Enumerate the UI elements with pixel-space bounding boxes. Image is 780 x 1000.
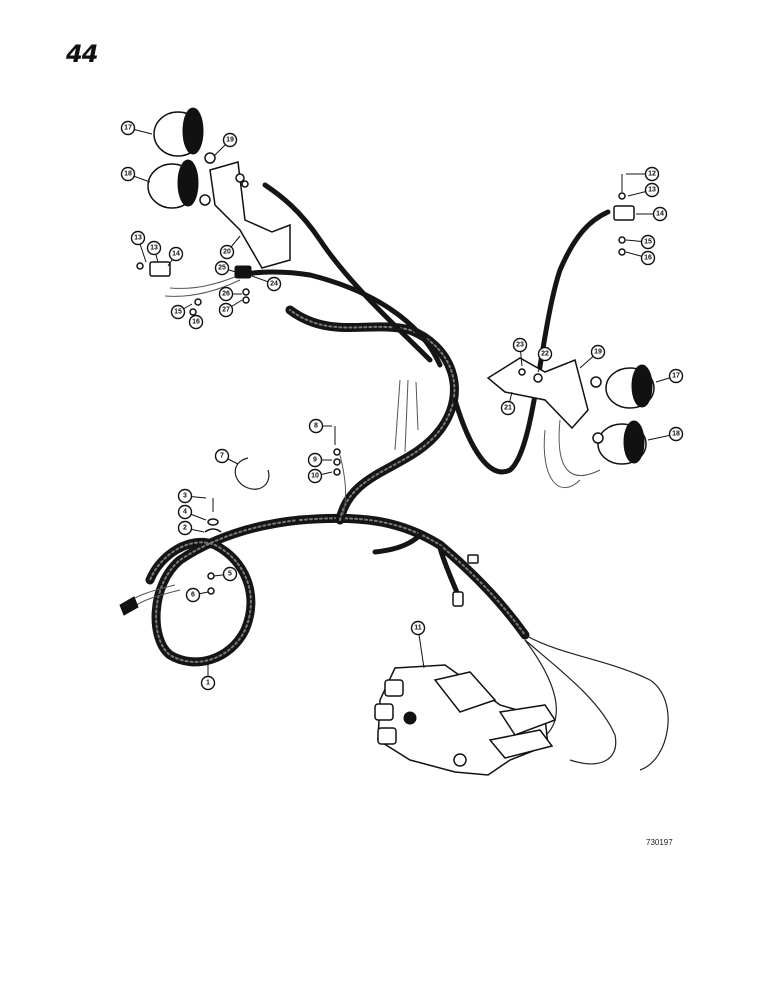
callout-13: 13 bbox=[644, 182, 660, 198]
svg-text:13: 13 bbox=[150, 245, 158, 252]
svg-text:3: 3 bbox=[183, 493, 187, 500]
svg-text:19: 19 bbox=[226, 137, 234, 144]
callout-15: 15 bbox=[640, 234, 656, 250]
svg-text:25: 25 bbox=[218, 265, 226, 272]
callout-13: 13 bbox=[130, 230, 146, 246]
cable-tie-icon bbox=[234, 457, 270, 490]
mounting-bracket-icon bbox=[486, 357, 589, 430]
svg-text:26: 26 bbox=[222, 291, 230, 298]
callout-16: 16 bbox=[640, 250, 656, 266]
callout-10: 10 bbox=[307, 468, 323, 484]
callout-19: 19 bbox=[222, 132, 238, 148]
svg-text:21: 21 bbox=[504, 405, 512, 412]
connector-icon bbox=[234, 265, 252, 279]
callout-18: 18 bbox=[668, 426, 684, 442]
svg-text:6: 6 bbox=[191, 592, 195, 599]
switch-icon bbox=[136, 261, 202, 316]
callout-2: 2 bbox=[177, 520, 193, 536]
mounting-bracket-icon bbox=[209, 161, 291, 269]
svg-text:14: 14 bbox=[656, 211, 664, 218]
callout-9: 9 bbox=[307, 452, 323, 468]
callout-17: 17 bbox=[120, 120, 136, 136]
svg-text:1: 1 bbox=[206, 680, 210, 687]
svg-text:17: 17 bbox=[124, 125, 132, 132]
svg-text:7: 7 bbox=[220, 453, 224, 460]
callout-22: 22 bbox=[537, 346, 553, 362]
callout-18: 18 bbox=[120, 166, 136, 182]
callout-12: 12 bbox=[644, 166, 660, 182]
callout-21: 21 bbox=[500, 400, 516, 416]
callout-19: 19 bbox=[590, 344, 606, 360]
callout-27: 27 bbox=[218, 302, 234, 318]
callout-17: 17 bbox=[668, 368, 684, 384]
switch-icon bbox=[613, 174, 635, 256]
callout-13: 13 bbox=[146, 240, 162, 256]
headlamp-icon bbox=[147, 107, 216, 209]
callout-20: 20 bbox=[219, 244, 235, 260]
svg-text:18: 18 bbox=[672, 431, 680, 438]
svg-text:27: 27 bbox=[222, 307, 230, 314]
callout-26: 26 bbox=[218, 286, 234, 302]
svg-text:5: 5 bbox=[228, 571, 232, 578]
svg-text:18: 18 bbox=[124, 171, 132, 178]
svg-text:11: 11 bbox=[414, 625, 422, 632]
callout-25: 25 bbox=[214, 260, 230, 276]
svg-text:17: 17 bbox=[672, 373, 680, 380]
callout-8: 8 bbox=[308, 418, 324, 434]
wire-harness-icon bbox=[145, 182, 611, 667]
callout-3: 3 bbox=[177, 488, 193, 504]
callout-6: 6 bbox=[185, 587, 201, 603]
callout-14: 14 bbox=[168, 246, 184, 262]
svg-text:13: 13 bbox=[134, 235, 142, 242]
svg-text:4: 4 bbox=[183, 509, 187, 516]
svg-text:15: 15 bbox=[644, 239, 652, 246]
callout-7: 7 bbox=[214, 448, 230, 464]
callout-16: 16 bbox=[188, 314, 204, 330]
svg-text:15: 15 bbox=[174, 309, 182, 316]
svg-text:8: 8 bbox=[314, 423, 318, 430]
figure-code: 730197 bbox=[646, 838, 673, 847]
svg-text:16: 16 bbox=[192, 319, 200, 326]
svg-text:14: 14 bbox=[172, 251, 180, 258]
callout-14: 14 bbox=[652, 206, 668, 222]
svg-text:20: 20 bbox=[223, 249, 231, 256]
callout-5: 5 bbox=[222, 566, 238, 582]
control-valve-icon bbox=[374, 664, 557, 776]
svg-text:12: 12 bbox=[648, 171, 656, 178]
page-number: 44 bbox=[66, 40, 98, 68]
svg-text:23: 23 bbox=[516, 342, 524, 349]
callout-11: 11 bbox=[410, 620, 426, 636]
callout-15: 15 bbox=[170, 304, 186, 320]
svg-text:22: 22 bbox=[541, 351, 549, 358]
headlamp-icon bbox=[590, 364, 655, 465]
svg-text:13: 13 bbox=[648, 187, 656, 194]
svg-text:10: 10 bbox=[311, 473, 319, 480]
svg-text:2: 2 bbox=[183, 525, 187, 532]
callout-1: 1 bbox=[200, 675, 216, 691]
svg-text:9: 9 bbox=[313, 457, 317, 464]
svg-text:24: 24 bbox=[270, 281, 278, 288]
callout-24: 24 bbox=[266, 276, 282, 292]
svg-text:19: 19 bbox=[594, 349, 602, 356]
callout-23: 23 bbox=[512, 337, 528, 353]
callout-4: 4 bbox=[177, 504, 193, 520]
svg-text:16: 16 bbox=[644, 255, 652, 262]
